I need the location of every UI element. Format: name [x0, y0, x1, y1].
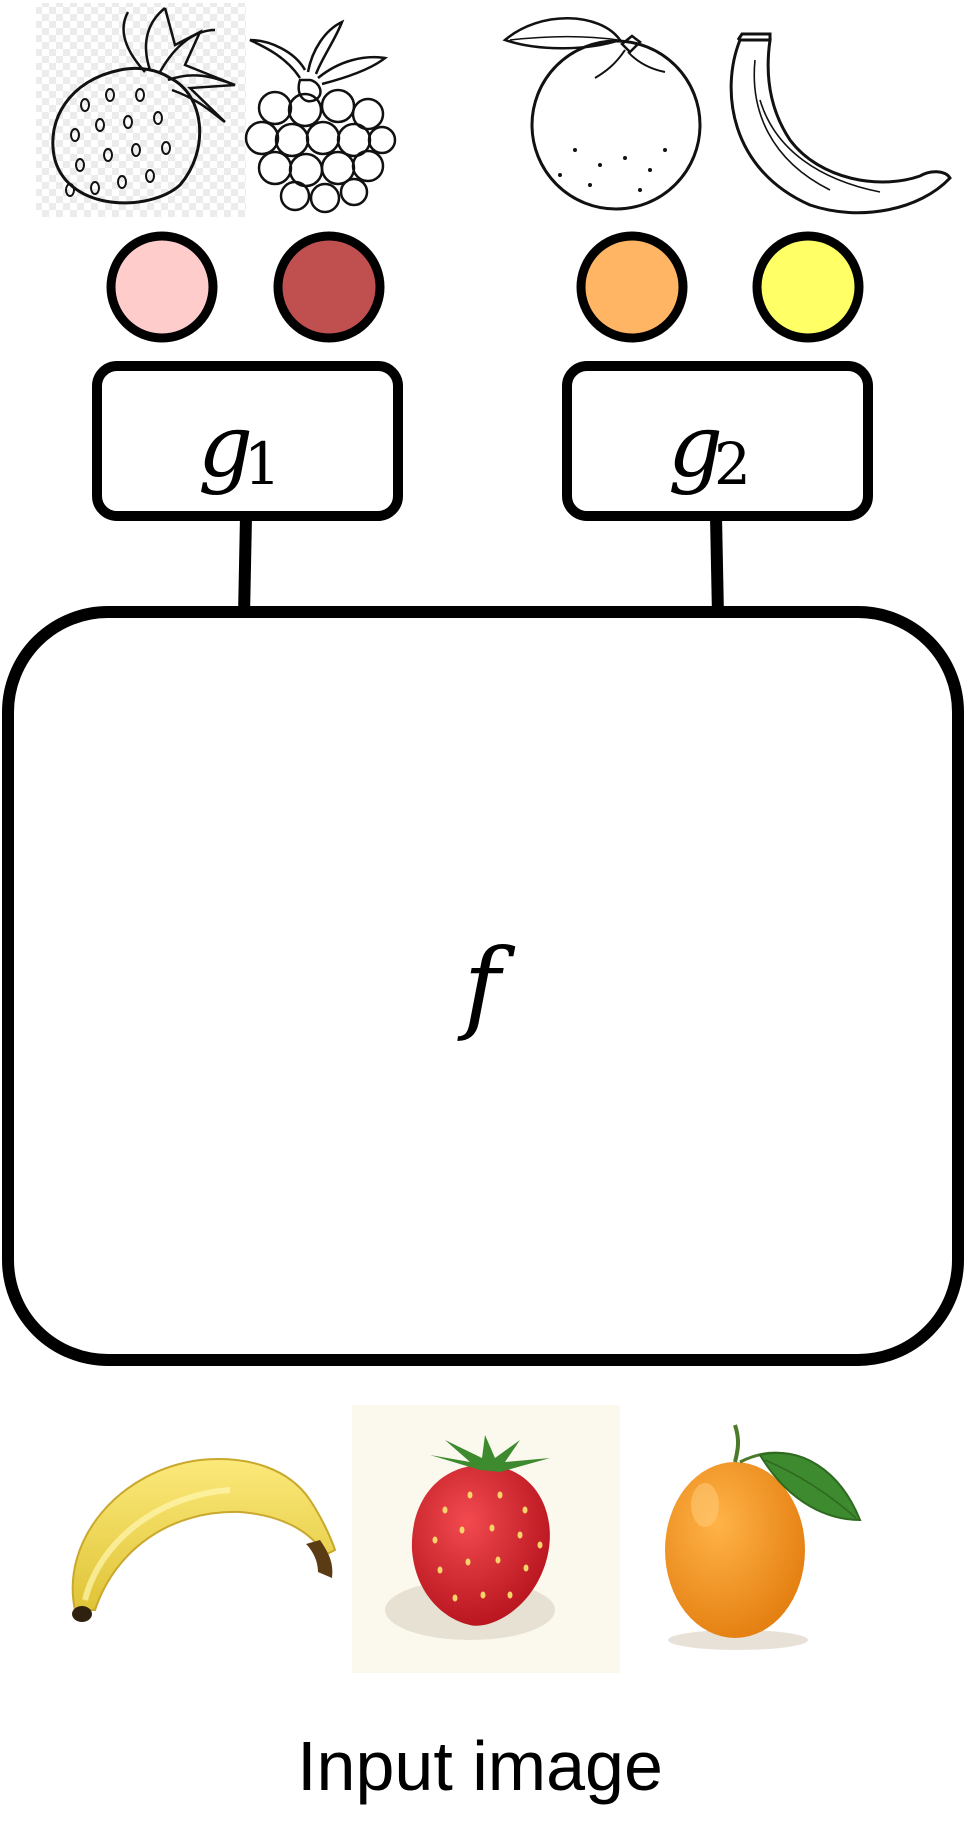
- head1-output-circle-1: [106, 231, 218, 343]
- orange-photo-icon: [665, 1424, 862, 1650]
- connector-g1-to-f: [238, 515, 252, 617]
- raspberry-sketch-icon: [244, 19, 397, 214]
- head-g1-box: g 1: [92, 361, 403, 521]
- head-g2-subscript: 2: [714, 430, 751, 498]
- head-g2-box: g 2: [562, 361, 873, 521]
- strawberry-photo-icon: [352, 1405, 620, 1673]
- banana-photo-icon: [71, 1458, 337, 1622]
- input-image-caption: Input image: [297, 1727, 663, 1805]
- strawberry-sketch-icon: [36, 3, 246, 217]
- head-g2-symbol: g: [668, 397, 723, 497]
- head2-output-circle-2: [752, 231, 864, 343]
- head-g1-symbol: g: [198, 397, 253, 497]
- orange-sketch-icon: [502, 17, 702, 211]
- backbone-f-box: f: [2, 606, 964, 1366]
- head1-output-circle-2: [273, 231, 385, 343]
- banana-sketch-icon: [729, 32, 952, 215]
- head2-output-circle-1: [576, 231, 688, 343]
- connector-g2-to-f: [710, 515, 724, 617]
- head-g1-subscript: 1: [244, 430, 281, 498]
